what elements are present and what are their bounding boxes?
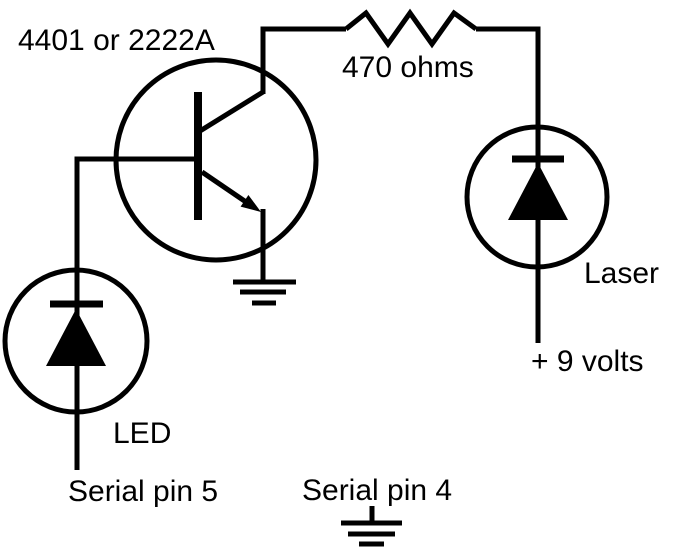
laser-diode-symbol: [464, 124, 610, 270]
wire-base-to-led-to-serial-pin-5: [74, 156, 196, 470]
wire-resistor-to-laser-to-power: [476, 26, 541, 343]
emitter-arrowhead-icon: [240, 195, 261, 212]
resistor-label: 470 ohms: [342, 51, 474, 84]
laser-circle: [464, 124, 610, 270]
power-label: + 9 volts: [531, 345, 644, 378]
transistor-collector-lead: [198, 89, 265, 134]
resistor-symbol: [344, 8, 478, 49]
wire-collector-to-resistor: [260, 26, 346, 94]
laser-label: Laser: [584, 257, 659, 290]
transistor-circle: [113, 57, 319, 263]
transistor-label: 4401 or 2222A: [18, 24, 215, 57]
led-anode-triangle: [46, 309, 106, 366]
ground-symbol-serial-pin-4: [341, 506, 402, 547]
transistor-symbol: [113, 57, 319, 263]
ground-symbol-emitter: [233, 279, 296, 306]
laser-anode-triangle: [508, 163, 568, 220]
led-label: LED: [113, 417, 171, 450]
serial-pin-5-label: Serial pin 5: [68, 475, 218, 508]
transistor-emitter-lead: [200, 169, 248, 205]
led-circle: [2, 267, 150, 415]
led-symbol: [2, 267, 150, 415]
serial-pin-4-label: Serial pin 4: [302, 474, 452, 507]
